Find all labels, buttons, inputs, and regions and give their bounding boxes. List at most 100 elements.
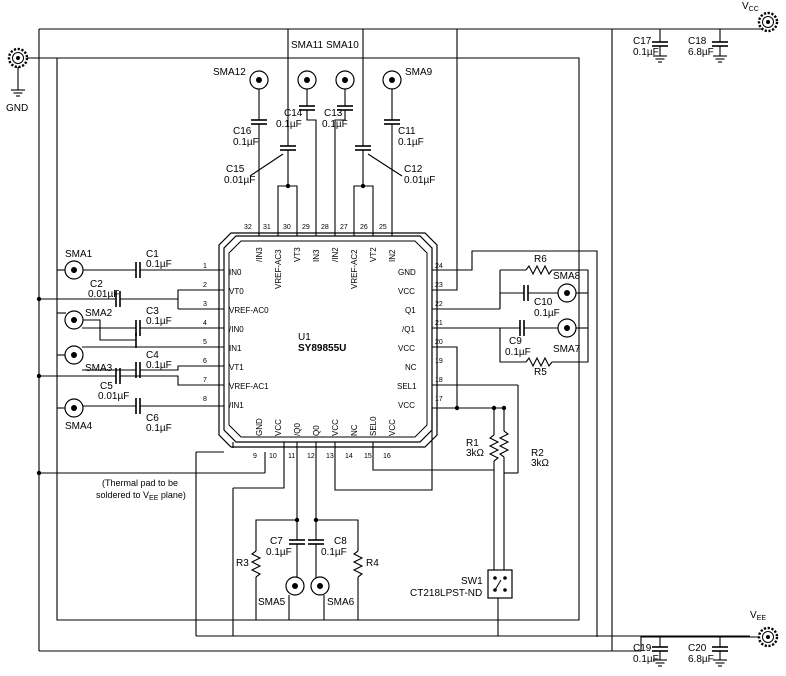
sma1-connector-icon xyxy=(64,260,84,280)
svg-text:/Q0: /Q0 xyxy=(293,423,302,436)
chip-top-pins: 32 31 30 29 28 27 26 25 /IN3 VREF-AC3 VT… xyxy=(244,224,397,289)
svg-text:IN1: IN1 xyxy=(229,344,242,353)
c11-value: 0.1µF xyxy=(398,137,424,148)
svg-text:IN2: IN2 xyxy=(388,249,397,262)
svg-text:17: 17 xyxy=(435,396,443,403)
chip-part-number: SY89855U xyxy=(298,343,346,354)
c14-value: 0.1µF xyxy=(276,119,302,130)
sma8-label: SMA8 xyxy=(553,271,581,282)
svg-text:VREF-AC2: VREF-AC2 xyxy=(350,249,359,289)
svg-text:3: 3 xyxy=(203,301,207,308)
r1-value: 3kΩ xyxy=(466,448,485,459)
c7-value: 0.1µF xyxy=(266,547,292,558)
r1-label: R1 xyxy=(466,438,479,449)
c16-value: 0.1µF xyxy=(233,137,259,148)
c14-label: C14 xyxy=(284,108,303,119)
svg-text:/IN1: /IN1 xyxy=(229,401,244,410)
thermal-note-line1: (Thermal pad to be xyxy=(102,478,178,488)
svg-text:VT2: VT2 xyxy=(369,247,378,262)
svg-text:VT3: VT3 xyxy=(293,247,302,262)
svg-text:VREF-AC3: VREF-AC3 xyxy=(274,249,283,289)
svg-text:VT1: VT1 xyxy=(229,363,244,372)
c5-label: C5 xyxy=(100,381,113,392)
vcc-label: VCC xyxy=(742,1,759,13)
sma5-connector-icon xyxy=(285,576,305,596)
vee-label: VEE xyxy=(750,610,766,622)
c19-label: C19 xyxy=(633,643,652,654)
svg-text:29: 29 xyxy=(302,224,310,231)
sma11-connector-icon xyxy=(297,70,317,90)
sma9-label: SMA9 xyxy=(405,67,433,78)
c10-value: 0.1µF xyxy=(534,308,560,319)
c7-label: C7 xyxy=(270,536,283,547)
c1-label: C1 xyxy=(146,249,159,260)
c2-value: 0.01µF xyxy=(88,289,119,300)
gnd-terminal-icon xyxy=(7,47,29,69)
c8-value: 0.1µF xyxy=(321,547,347,558)
svg-text:/Q1: /Q1 xyxy=(402,325,415,334)
svg-text:VCC: VCC xyxy=(331,419,340,436)
chip-designator: U1 xyxy=(298,332,311,343)
c17-label: C17 xyxy=(633,36,652,47)
c8-label: C8 xyxy=(334,536,347,547)
c20-label: C20 xyxy=(688,643,707,654)
chip-bottom-pins: 9 10 11 12 13 14 15 16 GND VCC /Q0 Q0 VC… xyxy=(253,416,397,460)
thermal-note-line2: soldered to VEE plane) xyxy=(96,490,186,502)
c6-label: C6 xyxy=(146,413,159,424)
c4-label: C4 xyxy=(146,350,159,361)
svg-text:VCC: VCC xyxy=(398,401,415,410)
svg-text:NC: NC xyxy=(405,363,417,372)
c13-label: C13 xyxy=(324,108,343,119)
svg-text:Q0: Q0 xyxy=(312,425,321,436)
svg-text:18: 18 xyxy=(435,377,443,384)
svg-text:5: 5 xyxy=(203,339,207,346)
svg-text:22: 22 xyxy=(435,301,443,308)
svg-text:31: 31 xyxy=(263,224,271,231)
right-output-network xyxy=(432,250,598,637)
r6-label: R6 xyxy=(534,254,547,265)
svg-text:/IN3: /IN3 xyxy=(255,247,264,262)
c3-value: 0.1µF xyxy=(146,316,172,327)
svg-text:VREF-AC0: VREF-AC0 xyxy=(229,306,269,315)
svg-text:VCC: VCC xyxy=(398,344,415,353)
svg-text:25: 25 xyxy=(379,224,387,231)
left-input-network xyxy=(39,262,224,414)
svg-text:19: 19 xyxy=(435,358,443,365)
c18-label: C18 xyxy=(688,36,707,47)
svg-text:15: 15 xyxy=(364,453,372,460)
c6-value: 0.1µF xyxy=(146,423,172,434)
r5-label: R5 xyxy=(534,367,547,378)
svg-text:/IN0: /IN0 xyxy=(229,325,244,334)
c15-value: 0.01µF xyxy=(224,175,255,186)
svg-text:NC: NC xyxy=(350,424,359,436)
sma2-label: SMA2 xyxy=(85,308,113,319)
svg-text:7: 7 xyxy=(203,377,207,384)
c1-value: 0.1µF xyxy=(146,259,172,270)
svg-text:11: 11 xyxy=(288,453,295,460)
svg-text:32: 32 xyxy=(244,224,252,231)
sma3-label: SMA3 xyxy=(85,363,113,374)
chip-right-pins: 24 GND 23 VCC 22 Q1 21 /Q1 20 VCC 19 NC … xyxy=(397,263,443,410)
vcc-terminal-icon xyxy=(757,11,779,33)
r2-value: 3kΩ xyxy=(531,458,550,469)
svg-text:SEL0: SEL0 xyxy=(369,416,378,436)
c18-value: 6.8µF xyxy=(688,47,714,58)
sma6-connector-icon xyxy=(310,576,330,596)
sw1-part: CT218LPST-ND xyxy=(410,588,482,599)
sma2-connector-icon xyxy=(64,310,84,330)
svg-text:14: 14 xyxy=(345,453,353,460)
svg-text:1: 1 xyxy=(203,263,207,270)
svg-text:20: 20 xyxy=(435,339,443,346)
svg-text:/IN2: /IN2 xyxy=(331,247,340,262)
svg-text:VCC: VCC xyxy=(398,287,415,296)
sma8-connector-icon xyxy=(557,283,577,303)
top-input-network xyxy=(249,29,403,236)
sma9-connector-icon xyxy=(382,70,402,90)
sma6-label: SMA6 xyxy=(327,597,355,608)
c10-label: C10 xyxy=(534,297,553,308)
c2-label: C2 xyxy=(90,279,103,290)
sma4-label: SMA4 xyxy=(65,421,93,432)
svg-text:GND: GND xyxy=(255,418,264,436)
sma10-label: SMA10 xyxy=(326,40,359,51)
sma4-connector-icon xyxy=(64,398,84,418)
